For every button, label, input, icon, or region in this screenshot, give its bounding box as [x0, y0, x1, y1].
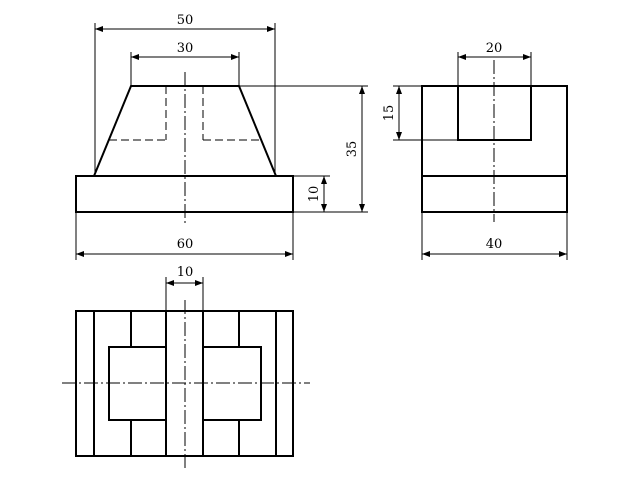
- side-dimensions: 20 15 40: [382, 41, 568, 260]
- dim-label-60: 60: [177, 237, 194, 252]
- top-dimensions: 10: [165, 265, 204, 311]
- dim-label-20: 20: [486, 41, 503, 56]
- dim-label-30: 30: [177, 41, 194, 56]
- front-view: [75, 72, 294, 224]
- top-view: [62, 300, 310, 468]
- dim-label-15: 15: [382, 105, 397, 122]
- dim-label-40: 40: [486, 237, 503, 252]
- side-view: [421, 60, 568, 222]
- dim-label-35: 35: [345, 141, 360, 158]
- dim-label-50: 50: [177, 13, 194, 28]
- front-dimensions: 50 30 60 35 10: [75, 13, 368, 260]
- dim-label-10-base: 10: [307, 186, 322, 203]
- dim-label-top10: 10: [177, 265, 194, 280]
